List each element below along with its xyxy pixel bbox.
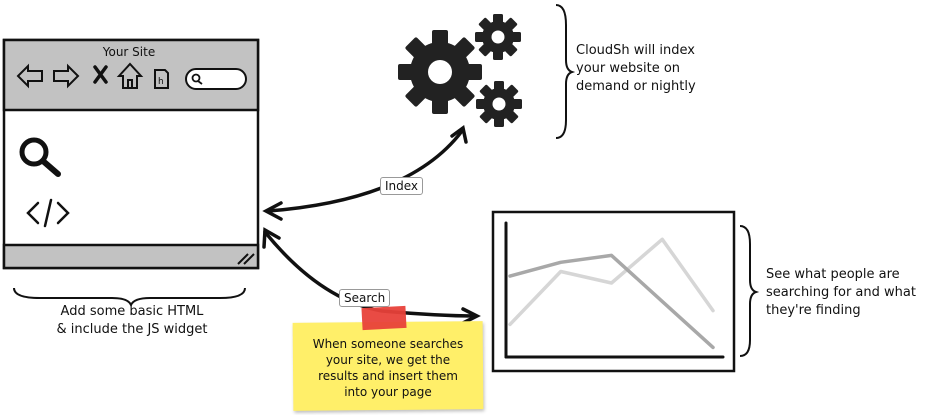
sticky-note-line: When someone searches [312, 337, 464, 351]
browser-title: Your Site [102, 45, 156, 59]
index-note: CloudSh will index your website on deman… [576, 42, 696, 96]
analytics-note-line: searching for and what [766, 285, 916, 300]
analytics-note: See what people are searching for and wh… [766, 266, 916, 320]
chart-plot-area [508, 237, 715, 350]
series-line-1 [508, 237, 715, 327]
index-note-line: CloudSh will index [576, 43, 695, 58]
sticky-tape [361, 305, 407, 331]
code-icon [26, 198, 70, 228]
index-arrow [262, 125, 468, 221]
gear-icon-small-bottom [476, 81, 522, 127]
gear-icon-small-top [475, 14, 521, 60]
analytics-note-line: See what people are [766, 267, 900, 282]
forward-arrow-icon[interactable] [53, 63, 80, 89]
brace-chart [739, 225, 760, 357]
html-note-line: & include the JS widget [56, 322, 208, 337]
html-note: Add some basic HTML & include the JS wid… [46, 303, 218, 339]
index-note-line: demand or nightly [576, 79, 696, 94]
history-icon[interactable]: h [154, 69, 169, 89]
brace-bottom [13, 287, 246, 308]
html-note-line: Add some basic HTML [60, 304, 204, 319]
address-search-bar[interactable] [185, 68, 247, 90]
index-label: Index [380, 177, 424, 195]
gear-icon [398, 30, 482, 114]
svg-text:h: h [158, 77, 164, 87]
sticky-note-line: your site, we get the [325, 353, 451, 367]
sticky-note-line: into your page [344, 385, 432, 399]
analytics-note-line: they're finding [766, 303, 861, 318]
series-line-2 [508, 253, 715, 350]
sticky-note-line: results and insert them [318, 369, 458, 383]
close-icon[interactable] [93, 65, 108, 84]
home-icon[interactable] [116, 62, 144, 89]
back-arrow-icon[interactable] [16, 63, 43, 89]
chart-frame [491, 210, 736, 373]
chart-axes [504, 221, 725, 359]
index-note-line: your website on [576, 61, 681, 76]
search-icon [19, 137, 61, 177]
sticky-note-text: When someone searches your site, we get … [297, 336, 479, 400]
brace-gears [555, 4, 576, 139]
search-label: Search [339, 289, 391, 307]
